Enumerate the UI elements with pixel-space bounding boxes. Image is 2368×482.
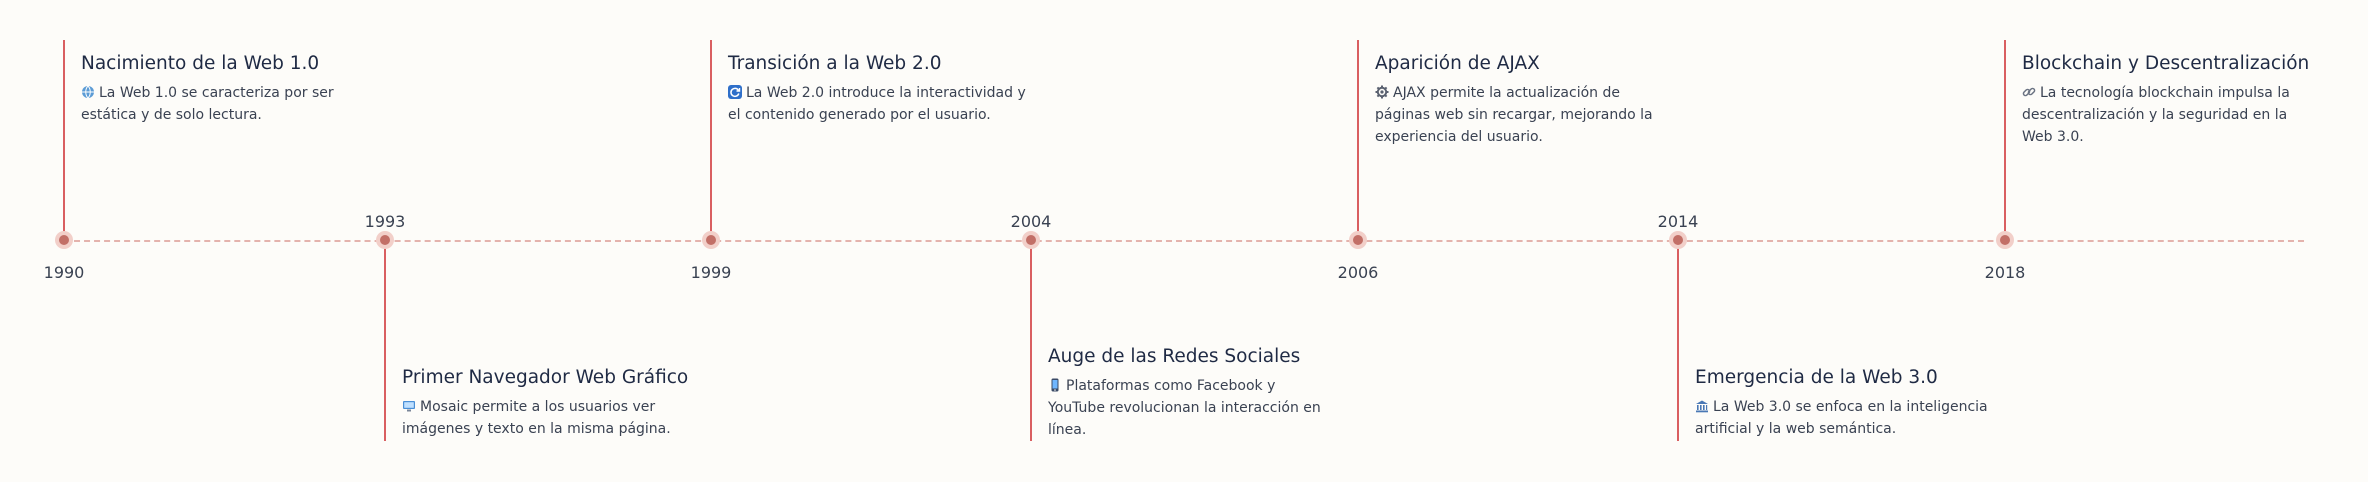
event-stem	[1677, 240, 1679, 441]
event-card: Emergencia de la Web 3.0 La Web 3.0 se e…	[1695, 366, 1995, 440]
event-year: 1999	[690, 263, 732, 282]
event-stem	[1030, 240, 1032, 441]
event-marker	[702, 231, 720, 249]
event-description-block: La Web 2.0 introduce la interactividad y…	[728, 82, 1028, 126]
event-year: 2006	[1337, 263, 1379, 282]
event-card: Transición a la Web 2.0 La Web 2.0 intro…	[728, 52, 1028, 126]
event-description-block: Mosaic permite a los usuarios ver imágen…	[402, 396, 692, 440]
event-card: Auge de las Redes Sociales Plataformas c…	[1048, 345, 1328, 441]
event-description-block: La Web 1.0 se caracteriza por ser estáti…	[81, 82, 361, 126]
mobile-phone-icon	[1048, 377, 1062, 392]
event-title: Auge de las Redes Sociales	[1048, 346, 1301, 367]
event-title: Nacimiento de la Web 1.0	[81, 53, 320, 74]
link-icon	[2022, 84, 2036, 98]
event-card: Primer Navegador Web Gráfico Mosaic perm…	[402, 366, 692, 440]
event-year: 2014	[1657, 212, 1699, 231]
event-description: AJAX permite la actualización de páginas…	[1375, 85, 1653, 145]
event-description-block: Plataformas como Facebook y YouTube revo…	[1048, 375, 1328, 441]
refresh-icon	[728, 84, 742, 99]
event-stem	[63, 40, 65, 240]
event-title: Emergencia de la Web 3.0	[1695, 367, 1938, 388]
event-description: La Web 2.0 introduce la interactividad y…	[728, 85, 1026, 123]
globe-icon	[81, 84, 95, 99]
event-year: 2004	[1010, 212, 1052, 231]
event-title: Blockchain y Descentralización	[2022, 53, 2310, 74]
event-card: Nacimiento de la Web 1.0 La Web 1.0 se c…	[81, 52, 361, 126]
event-description-block: La Web 3.0 se enfoca en la inteligencia …	[1695, 396, 1995, 440]
event-description: La tecnología blockchain impulsa la desc…	[2022, 85, 2290, 145]
event-marker	[1996, 231, 2014, 249]
event-marker	[55, 231, 73, 249]
computer-icon	[402, 398, 416, 412]
event-title: Transición a la Web 2.0	[728, 53, 942, 74]
event-stem	[710, 40, 712, 240]
bank-icon	[1695, 398, 1709, 413]
event-description: La Web 1.0 se caracteriza por ser estáti…	[81, 85, 334, 123]
event-card: Aparición de AJAX AJAX permite la actual…	[1375, 52, 1665, 148]
event-card: Blockchain y Descentralización La tecnol…	[2022, 52, 2312, 148]
event-description-block: La tecnología blockchain impulsa la desc…	[2022, 82, 2312, 148]
event-stem	[384, 240, 386, 441]
event-stem	[2004, 40, 2006, 240]
event-description: Plataformas como Facebook y YouTube revo…	[1048, 378, 1321, 438]
event-description: La Web 3.0 se enfoca en la inteligencia …	[1695, 399, 1988, 437]
event-marker	[1669, 231, 1687, 249]
event-description-block: AJAX permite la actualización de páginas…	[1375, 82, 1665, 148]
event-year: 1990	[43, 263, 85, 282]
event-year: 1993	[364, 212, 406, 231]
gear-icon	[1375, 84, 1389, 99]
event-stem	[1357, 40, 1359, 240]
event-year: 2018	[1984, 263, 2026, 282]
event-title: Aparición de AJAX	[1375, 53, 1540, 74]
event-title: Primer Navegador Web Gráfico	[402, 367, 689, 388]
event-description: Mosaic permite a los usuarios ver imágen…	[402, 399, 671, 437]
event-marker	[376, 231, 394, 249]
event-marker	[1349, 231, 1367, 249]
timeline-axis	[64, 240, 2304, 242]
event-marker	[1022, 231, 1040, 249]
